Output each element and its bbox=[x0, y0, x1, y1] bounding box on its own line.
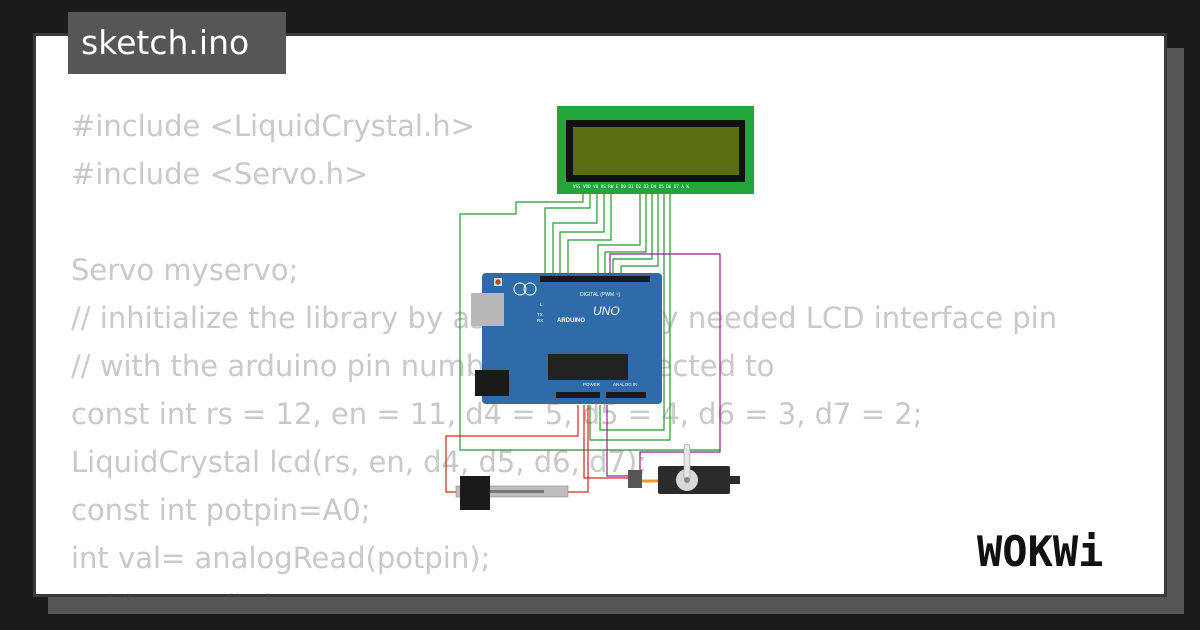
code-line: #include <Servo.h> bbox=[71, 157, 369, 191]
wire-lcd-rs bbox=[544, 192, 591, 278]
wire-lcd-d6 bbox=[612, 192, 653, 278]
servo-tab bbox=[730, 476, 740, 484]
analog-header bbox=[606, 392, 646, 398]
servo-shaft bbox=[684, 477, 690, 483]
code-line: void setup() { bbox=[71, 582, 1057, 594]
led-tx-label: TX bbox=[537, 312, 543, 317]
arduino-uno-board[interactable]: DIGITAL (PWM ~) UNO ARDUINO L TX RX POWE… bbox=[471, 273, 662, 404]
led-rx-label: RX bbox=[537, 318, 543, 323]
wokwi-logo-text: WOKWi bbox=[977, 527, 1103, 576]
wire-lcd-d7 bbox=[620, 192, 659, 278]
lcd-module[interactable]: VSS VDD V0 RS RW E D0 D1 D2 D3 D4 D5 D6 … bbox=[557, 106, 754, 194]
code-line: const int potpin=A0; bbox=[71, 493, 371, 527]
lcd-screen bbox=[573, 127, 739, 175]
slide-potentiometer[interactable] bbox=[455, 476, 569, 510]
purple-wires bbox=[606, 253, 721, 477]
wire-lcd-vss bbox=[459, 192, 720, 451]
analog-label: ANALOG IN bbox=[613, 382, 638, 387]
power-header bbox=[556, 392, 600, 398]
pot-knob[interactable] bbox=[460, 476, 490, 510]
code-line: Servo myservo; bbox=[71, 253, 299, 287]
digital-label: DIGITAL (PWM ~) bbox=[580, 292, 620, 298]
wire-lcd-d5 bbox=[604, 192, 647, 278]
wire-pot-signal bbox=[606, 405, 628, 477]
code-line: LiquidCrystal lcd(rs, en, d4, d5, d6, d7… bbox=[71, 445, 648, 479]
wire-lcd-e bbox=[559, 192, 605, 278]
wire-gnd-pot bbox=[568, 405, 589, 493]
atmega-chip bbox=[548, 354, 628, 380]
wire-lcd-d0 bbox=[567, 192, 612, 278]
power-label: POWER bbox=[583, 382, 601, 387]
servo-connector bbox=[628, 470, 642, 488]
code-line: #include <LiquidCrystal.h> bbox=[71, 109, 475, 143]
wire-servo-signal bbox=[609, 253, 721, 472]
lcd-pin-labels: VSS VDD V0 RS RW E D0 D1 D2 D3 D4 D5 D6 … bbox=[573, 184, 689, 189]
wire-lcd-k bbox=[589, 192, 671, 441]
servo-motor[interactable] bbox=[628, 443, 740, 494]
wire-lcd-a bbox=[599, 192, 665, 431]
digital-header bbox=[540, 276, 650, 282]
board-model: UNO bbox=[593, 304, 620, 318]
code-line: int val= analogRead(potpin); bbox=[71, 541, 491, 575]
board-brand: ARDUINO bbox=[557, 318, 585, 324]
led-l-label: L bbox=[540, 302, 543, 307]
file-tab-sketch[interactable]: sketch.ino bbox=[68, 12, 286, 74]
servo-horn[interactable] bbox=[683, 443, 691, 481]
wire-5v-servo bbox=[583, 405, 628, 479]
wire-lcd-d4 bbox=[597, 192, 641, 278]
arduino-infinity-logo-right bbox=[523, 282, 537, 296]
pot-slot bbox=[484, 490, 544, 493]
usb-port bbox=[471, 293, 504, 326]
wire-5v-pot bbox=[445, 405, 579, 493]
code-listing: #include <LiquidCrystal.h> #include <Serv… bbox=[71, 102, 1057, 594]
wire-lcd-rw bbox=[552, 192, 598, 278]
circuit-diagram[interactable]: VSS VDD V0 RS RW E D0 D1 D2 D3 D4 D5 D6 … bbox=[430, 100, 770, 520]
arduino-infinity-logo bbox=[513, 282, 527, 296]
red-wires bbox=[445, 405, 628, 493]
wokwi-logo: WOKWi bbox=[977, 527, 1103, 576]
reset-button-cap bbox=[495, 279, 501, 285]
power-jack bbox=[475, 370, 509, 396]
green-wires bbox=[459, 192, 720, 451]
